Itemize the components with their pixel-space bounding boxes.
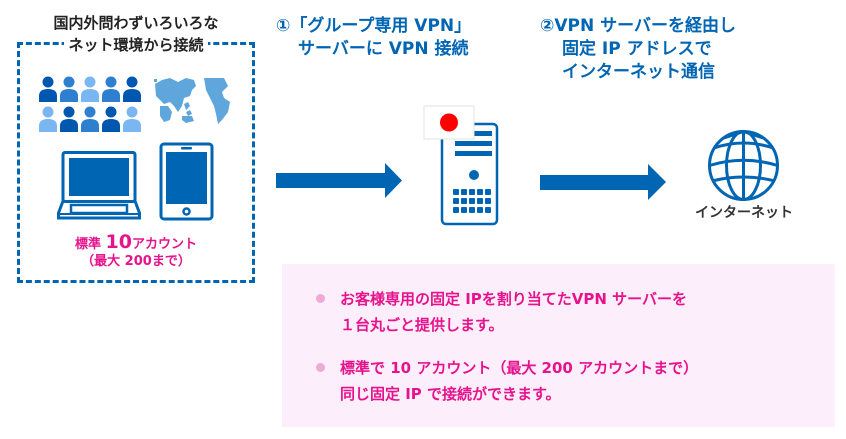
person-icon [81,106,99,132]
account-max: （最大 200まで） [81,254,191,269]
person-icon [102,106,120,132]
globe-icon [708,129,779,201]
info-bullet-line1: お客様専用の固定 IPを割り当てたVPN サーバーを [340,290,688,308]
account-prefix: 標準 [74,237,101,252]
step2-title: ②VPN サーバーを経由し 固定 IP アドレスで インターネット通信 [540,15,840,84]
world-map-icon [154,78,230,124]
tablet-icon [159,142,214,221]
account-number: 10 [105,231,132,253]
arrow-right-icon [540,164,666,200]
vpn-server-icon [423,105,499,226]
person-icon [102,76,120,102]
client-title-line1: 国内外問わずいろいろな [49,12,223,34]
step2-line1: ②VPN サーバーを経由し [540,16,736,36]
people-icon [39,76,141,132]
japan-flag-icon [423,105,475,140]
step1-line2: サーバーに VPN 接続 [298,39,469,59]
bullet-dot-icon [316,363,325,372]
person-icon [123,106,141,132]
bullet-dot-icon [316,294,325,303]
step1-line1: ①「グループ専用 VPN」 [276,16,472,36]
info-bullet-line2: 同じ固定 IP で接続ができます。 [340,385,561,403]
account-standard: 標準 10アカウント [20,232,252,255]
person-icon [81,76,99,102]
laptop-icon [57,151,141,220]
arrow-right-icon [276,163,402,198]
person-icon [39,76,57,102]
person-icon [60,76,78,102]
info-bullet-line2: １台丸ごと提供します。 [340,316,504,334]
step1-title: ①「グループ専用 VPN」 サーバーに VPN 接続 [276,15,526,61]
client-area-title: 国内外問わずいろいろな ネット環境から接続 [20,12,252,56]
person-icon [60,106,78,132]
info-bullet-line1: 標準で 10 アカウント（最大 200 アカウントまで） [340,359,699,377]
person-icon [123,76,141,102]
internet-label: インターネット [695,205,793,221]
step2-line3: インターネット通信 [562,62,715,82]
account-suffix: アカウント [131,237,197,252]
person-icon [39,106,57,132]
info-box: お客様専用の固定 IPを割り当てたVPN サーバーを １台丸ごと提供します。 標… [282,264,835,427]
client-title-line2: ネット環境から接続 [64,34,208,56]
step2-line2: 固定 IP アドレスで [562,39,712,59]
